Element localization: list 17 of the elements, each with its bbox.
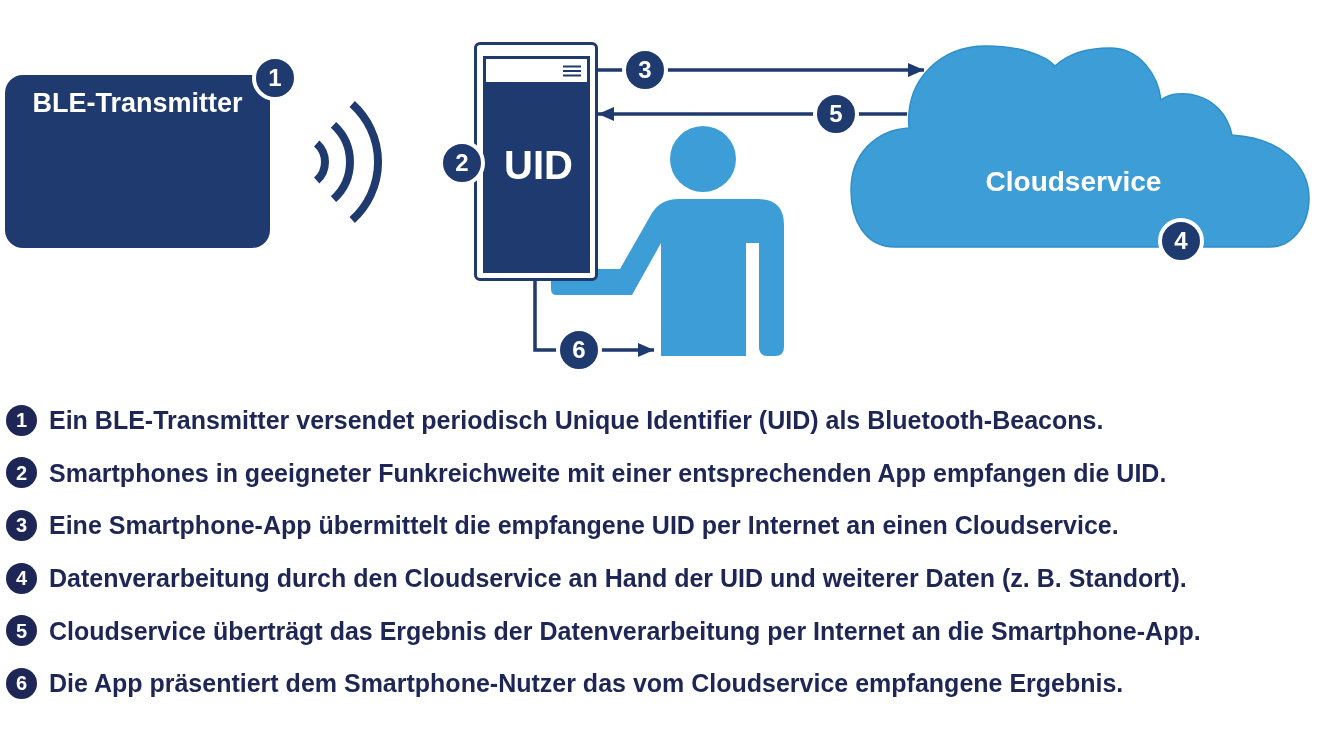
- step-description: Die App präsentiert dem Smartphone-Nutzer das vom Cloudservice empfangene Ergebnis.: [49, 668, 1124, 699]
- step-number: 4: [6, 562, 37, 594]
- step-description: Eine Smartphone-App übermittelt die empfangene UID per Internet an einen Cloudservice.: [49, 510, 1119, 541]
- smartphone: [474, 42, 598, 281]
- transmitter-card: [5, 75, 270, 248]
- step-description: Datenverarbeitung durch den Cloudservice an Hand der UID und weiterer Daten (z. B. Standort).: [49, 563, 1187, 594]
- step-number: 1: [6, 404, 37, 436]
- step-description: Smartphones in geeigneter Funkreichweite mit einer entsprechenden App empfangen die UID.: [49, 457, 1167, 488]
- step-number: 2: [6, 457, 37, 489]
- step-description: Cloudservice überträgt das Ergebnis der Datenverarbeitung per Internet an die Smartphone-App.: [49, 615, 1201, 646]
- node-label: Cloudservice: [985, 165, 1162, 199]
- step-description: Ein BLE-Transmitter versendet periodisch Unique Identifier (UID) als Bluetooth-Beacons.: [49, 405, 1104, 436]
- node-label: UID: [504, 142, 573, 188]
- step-number: 5: [6, 615, 37, 647]
- step-number: 3: [6, 510, 37, 541]
- node-label: BLE-Transmitter: [32, 87, 243, 119]
- step-number: 6: [6, 667, 37, 699]
